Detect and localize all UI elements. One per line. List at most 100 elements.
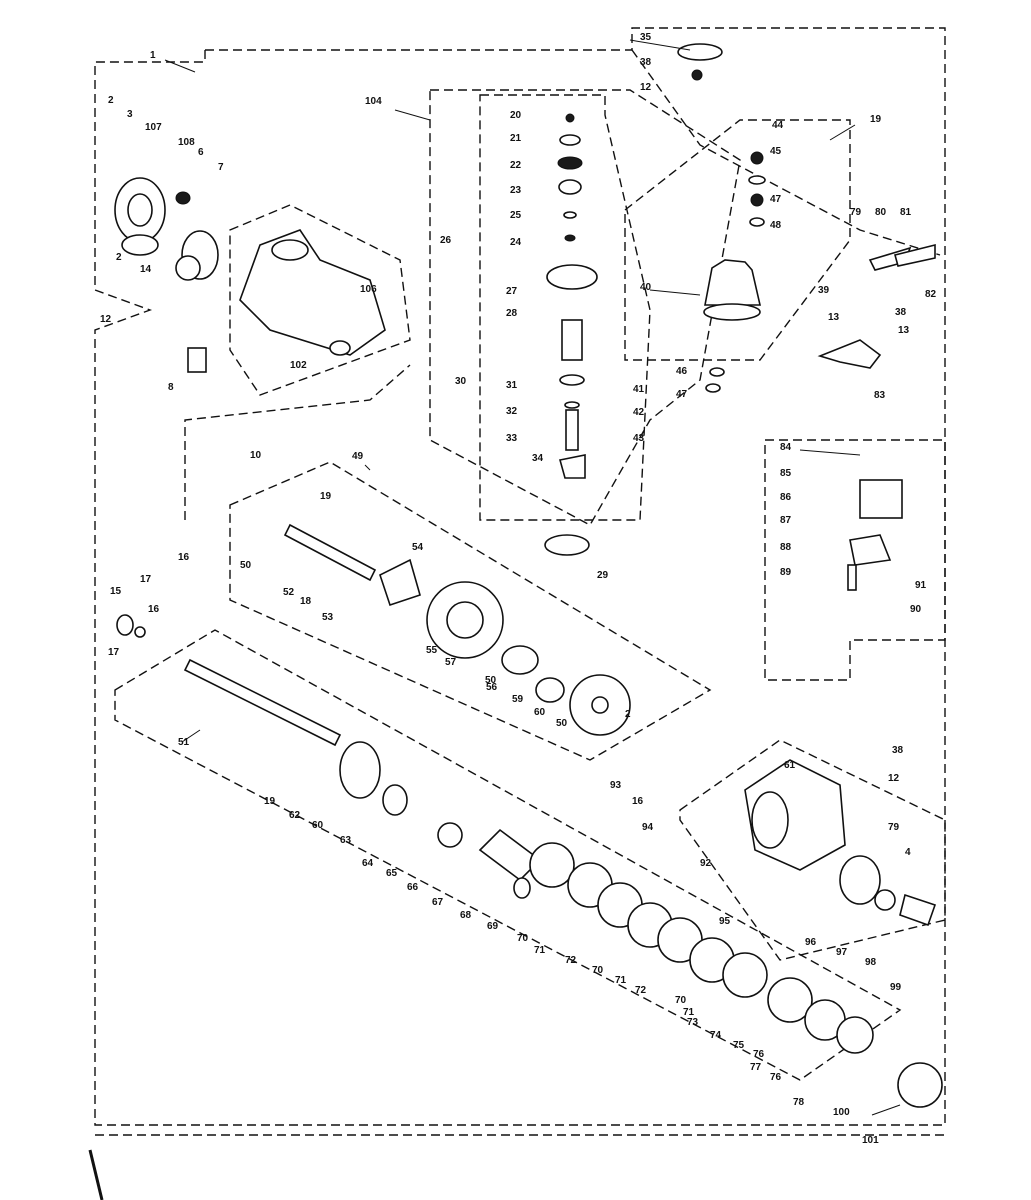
callout-54: 54: [412, 542, 424, 553]
callout-24: 24: [510, 237, 522, 248]
callout-87: 87: [780, 515, 792, 526]
callout-70b: 70: [592, 965, 604, 976]
callout-45: 45: [770, 146, 782, 157]
callout-100: 100: [833, 1107, 850, 1118]
callout-91: 91: [915, 580, 927, 591]
callout-72a: 72: [565, 955, 577, 966]
callout-32: 32: [506, 406, 518, 417]
callout-44: 44: [772, 120, 784, 131]
callout-82: 82: [925, 289, 937, 300]
callout-2a: 2: [108, 95, 114, 106]
parts: [114, 43, 943, 1108]
callout-70c: 70: [675, 995, 687, 1006]
callout-84: 84: [780, 442, 792, 453]
callout-79a: 79: [850, 207, 862, 218]
callout-6: 6: [198, 147, 204, 158]
callout-38b: 38: [895, 307, 907, 318]
callout-1: 1: [150, 50, 156, 61]
callout-95: 95: [719, 916, 731, 927]
callout-65: 65: [386, 868, 398, 879]
callout-104: 104: [365, 96, 382, 107]
callout-73: 73: [687, 1017, 699, 1028]
callout-101: 101: [862, 1135, 879, 1146]
callout-12c: 12: [888, 773, 900, 784]
callout-60b: 60: [312, 820, 324, 831]
callout-62: 62: [289, 810, 301, 821]
callout-106: 106: [360, 284, 377, 295]
callout-69: 69: [487, 921, 499, 932]
callout-89: 89: [780, 567, 792, 578]
callout-30: 30: [455, 376, 467, 387]
callout-98: 98: [865, 957, 877, 968]
callout-35: 35: [640, 32, 652, 43]
callout-66: 66: [407, 882, 419, 893]
callout-92: 92: [700, 858, 712, 869]
callout-97: 97: [836, 947, 848, 958]
callout-47b: 47: [676, 389, 688, 400]
callout-102: 102: [290, 360, 307, 371]
callout-81: 81: [900, 207, 912, 218]
callout-17b: 17: [108, 647, 120, 658]
callout-12a: 12: [100, 314, 112, 325]
group-outlines: [94, 27, 946, 1136]
callout-86: 86: [780, 492, 792, 503]
callout-40: 40: [640, 282, 652, 293]
callout-71b: 71: [615, 975, 627, 986]
callout-4: 4: [905, 847, 911, 858]
callout-39: 39: [818, 285, 830, 296]
callout-56: 56: [486, 682, 498, 693]
leader-lines: [164, 39, 901, 1116]
callout-41: 41: [633, 384, 645, 395]
callout-16a: 16: [178, 552, 190, 563]
callout-76a: 76: [753, 1049, 765, 1060]
callout-50c: 50: [556, 718, 568, 729]
callout-94: 94: [642, 822, 654, 833]
callout-13b: 13: [898, 325, 910, 336]
callout-70a: 70: [517, 933, 529, 944]
callout-26: 26: [440, 235, 452, 246]
callout-57: 57: [445, 657, 457, 668]
callout-51: 51: [178, 737, 190, 748]
callout-93: 93: [610, 780, 622, 791]
callout-19b: 19: [320, 491, 332, 502]
callout-55: 55: [426, 645, 438, 656]
callout-83: 83: [874, 390, 886, 401]
callout-14: 14: [140, 264, 152, 275]
callout-96: 96: [805, 937, 817, 948]
callout-17a: 17: [140, 574, 152, 585]
callout-42: 42: [633, 407, 645, 418]
callout-23: 23: [510, 185, 522, 196]
callout-3: 3: [127, 109, 133, 120]
callout-50a: 50: [240, 560, 252, 571]
callout-59: 59: [512, 694, 524, 705]
callout-75: 75: [733, 1040, 745, 1051]
callout-15: 15: [110, 586, 122, 597]
callout-12b: 12: [640, 82, 652, 93]
callout-50b: 50: [485, 675, 497, 686]
callout-72b: 72: [635, 985, 647, 996]
callout-48: 48: [770, 220, 782, 231]
callout-27: 27: [506, 286, 518, 297]
callout-46: 46: [676, 366, 688, 377]
callout-71c: 71: [683, 1007, 695, 1018]
callout-8: 8: [168, 382, 174, 393]
callout-68: 68: [460, 910, 472, 921]
callout-13a: 13: [828, 312, 840, 323]
callout-63: 63: [340, 835, 352, 846]
callout-80: 80: [875, 207, 887, 218]
callout-49: 49: [352, 451, 364, 462]
callout-67: 67: [432, 897, 444, 908]
callout-38c: 38: [892, 745, 904, 756]
callout-77: 77: [750, 1062, 762, 1073]
callout-61: 61: [784, 760, 796, 771]
callout-34: 34: [532, 453, 544, 464]
callout-10: 10: [250, 450, 262, 461]
callout-21: 21: [510, 133, 522, 144]
callout-7: 7: [218, 162, 224, 173]
callout-76b: 76: [770, 1072, 782, 1083]
callout-16b: 16: [148, 604, 160, 615]
callout-88: 88: [780, 542, 792, 553]
callout-99: 99: [890, 982, 902, 993]
callout-25: 25: [510, 210, 522, 221]
